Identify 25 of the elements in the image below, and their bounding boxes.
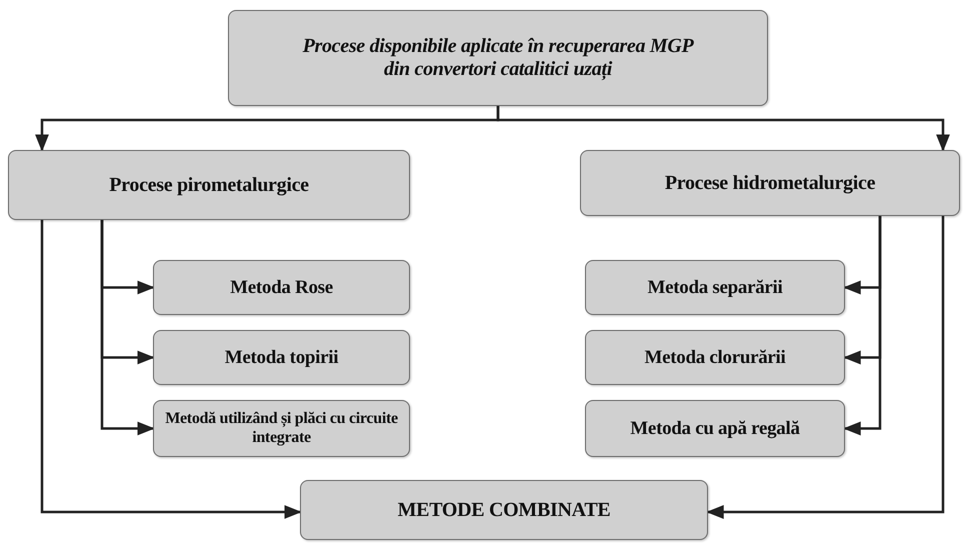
process-box <box>228 10 768 106</box>
process-box <box>153 400 410 457</box>
process-box <box>585 400 845 457</box>
process-box <box>8 150 410 220</box>
box-label: Metodă utilizând și plăci cu circuite integrate <box>164 410 399 447</box>
process-box <box>300 480 708 540</box>
box-label: Metoda topirii <box>224 346 338 368</box>
process-box <box>580 150 960 216</box>
box-label: Metoda clorurării <box>644 346 786 368</box>
arrow <box>706 216 944 519</box>
arrow <box>100 220 155 436</box>
arrow <box>843 216 882 436</box>
process-box <box>153 260 410 315</box>
process-box <box>153 330 410 385</box>
process-box <box>585 260 845 315</box>
box-label: METODE COMBINATE <box>398 498 610 522</box>
box-label: Procese hidrometalurgice <box>664 172 876 194</box>
box-label: Procese pirometalurgice <box>109 174 309 196</box>
box-label: Procese disponibile aplicate în recuperarea MGP din convertori catalitici uzați <box>302 35 695 81</box>
box-label: Metoda Rose <box>230 276 333 298</box>
box-label: Metoda cu apă regală <box>630 418 800 440</box>
arrow <box>40 220 302 519</box>
process-box <box>585 330 845 385</box>
arrow <box>496 106 950 152</box>
box-label: Metoda separării <box>647 276 783 298</box>
